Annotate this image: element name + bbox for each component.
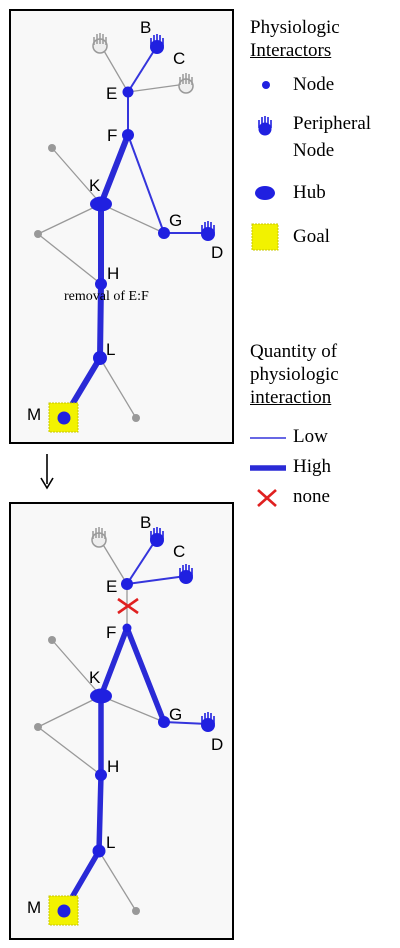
down-arrow-icon bbox=[40, 454, 54, 490]
legend-title-line: Physiologic bbox=[250, 17, 340, 38]
grey-peripheral-node bbox=[92, 33, 108, 54]
label-b: B bbox=[140, 18, 151, 37]
legend-label: Low bbox=[293, 426, 328, 447]
label-g: G bbox=[169, 211, 182, 230]
low-line-icon bbox=[250, 437, 286, 439]
peripheral-node-icon bbox=[258, 116, 272, 136]
hub-node-k bbox=[90, 688, 112, 704]
blue-nodes bbox=[57, 578, 170, 918]
high-edges bbox=[61, 132, 131, 421]
low-edges bbox=[126, 537, 209, 725]
blue-nodes bbox=[57, 86, 170, 425]
grey-edges bbox=[37, 537, 165, 912]
hub-node-k bbox=[90, 196, 112, 212]
grey-peripheral-node bbox=[91, 527, 107, 548]
hub-icon bbox=[255, 186, 275, 200]
peripheral-node-b bbox=[150, 527, 164, 547]
label-l: L bbox=[106, 833, 115, 852]
peripheral-node-d bbox=[201, 221, 215, 241]
legend-label: Peripheral bbox=[293, 113, 372, 134]
grey-nodes bbox=[34, 636, 140, 915]
label-h: H bbox=[107, 264, 119, 283]
label-d: D bbox=[211, 243, 223, 262]
label-m: M bbox=[27, 898, 41, 917]
legend-label: Node bbox=[293, 140, 335, 161]
label-f: F bbox=[106, 623, 116, 642]
label-c: C bbox=[173, 542, 185, 561]
label-b: B bbox=[140, 513, 151, 532]
quantity-legend-title: Quantity of physiologic interaction bbox=[250, 340, 339, 409]
node-icon bbox=[262, 81, 270, 89]
grey-peripheral-node bbox=[178, 73, 194, 94]
legend-title-line: interaction bbox=[250, 387, 332, 408]
peripheral-node-d bbox=[201, 712, 215, 732]
label-k: K bbox=[89, 668, 101, 687]
legend-title-line: Interactors bbox=[250, 40, 332, 61]
removal-annotation: removal of E:F bbox=[64, 289, 149, 304]
legend-label: Hub bbox=[293, 182, 326, 203]
legend-title-line: physiologic bbox=[250, 364, 339, 385]
grey-nodes bbox=[34, 144, 140, 422]
label-d: D bbox=[211, 735, 223, 754]
high-line-icon bbox=[250, 465, 286, 471]
label-e: E bbox=[106, 577, 117, 596]
legend-label: none bbox=[293, 486, 330, 507]
label-g: G bbox=[169, 705, 182, 724]
label-k: K bbox=[89, 176, 101, 195]
legend-label: High bbox=[293, 456, 331, 477]
interactors-legend-title: Physiologic Interactors bbox=[250, 16, 340, 62]
peripheral-node-c bbox=[179, 564, 193, 584]
label-h: H bbox=[107, 757, 119, 776]
label-m: M bbox=[27, 405, 41, 424]
label-c: C bbox=[173, 49, 185, 68]
legend-title-line: Quantity of bbox=[250, 341, 338, 362]
label-l: L bbox=[106, 340, 115, 359]
low-edges bbox=[127, 45, 208, 234]
red-x-icon bbox=[257, 489, 277, 507]
removed-edge-cross bbox=[117, 597, 139, 615]
label-f: F bbox=[107, 126, 117, 145]
legend-label: Node bbox=[293, 74, 335, 95]
legend-label: Goal bbox=[293, 226, 330, 247]
goal-icon bbox=[251, 223, 279, 251]
label-e: E bbox=[106, 84, 117, 103]
peripheral-node-b bbox=[150, 34, 164, 54]
